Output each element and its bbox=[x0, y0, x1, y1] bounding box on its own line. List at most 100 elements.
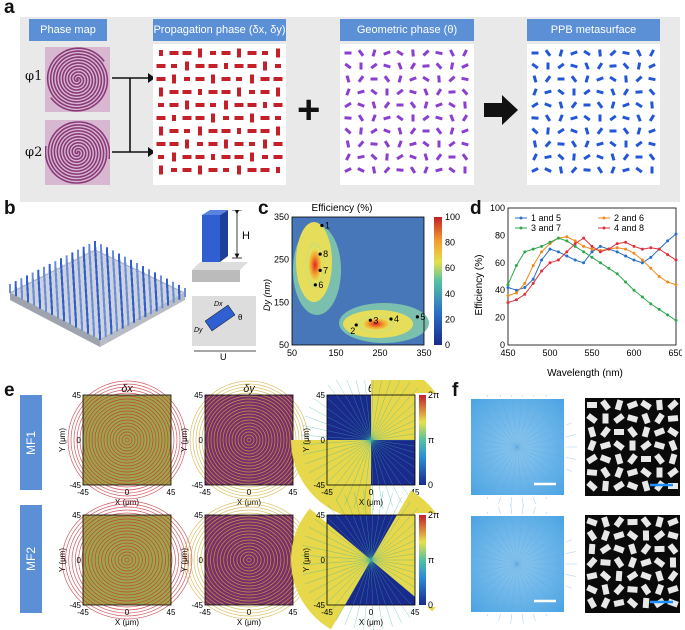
legend-label: 2 and 6 bbox=[614, 213, 644, 223]
sem-nanopillar bbox=[614, 399, 624, 411]
series-point bbox=[615, 272, 619, 276]
heatmap-point bbox=[313, 283, 317, 287]
sem-nanopillar bbox=[600, 466, 611, 479]
meta-atom bbox=[423, 166, 429, 174]
series-point bbox=[607, 247, 611, 251]
sem-nanopillar bbox=[640, 516, 652, 528]
meta-atom bbox=[423, 153, 429, 161]
colorbar-tick: 20 bbox=[445, 314, 455, 324]
sem-nanopillar bbox=[655, 570, 664, 582]
meta-atom bbox=[435, 62, 443, 70]
heatmap-point bbox=[368, 318, 372, 322]
sem-nanopillar bbox=[640, 440, 652, 451]
sem-nanopillar bbox=[599, 543, 612, 555]
header-phase-map: Phase map bbox=[29, 19, 107, 41]
d-x-tick: 550 bbox=[584, 348, 599, 358]
series-point bbox=[548, 247, 552, 251]
meta-atom bbox=[448, 90, 456, 94]
meta-atom bbox=[461, 63, 469, 69]
colorbar-tick: π bbox=[428, 555, 434, 565]
meta-atom bbox=[532, 153, 538, 161]
series-point bbox=[624, 280, 628, 284]
sem-nanopillar bbox=[655, 516, 664, 528]
sem-nanopillar bbox=[602, 413, 609, 424]
e-x-tick: 0 bbox=[125, 608, 130, 617]
e-x-tick: 45 bbox=[167, 488, 176, 497]
panel-label-f: f bbox=[452, 380, 459, 401]
series-point bbox=[657, 247, 661, 251]
meta-atom bbox=[531, 101, 539, 109]
meta-atom bbox=[435, 115, 443, 121]
meta-atom bbox=[383, 140, 391, 148]
heatmap-point-label: 3 bbox=[373, 315, 378, 325]
sem-nanopillar bbox=[654, 412, 665, 425]
meta-atom bbox=[584, 75, 590, 83]
sem-nanopillar bbox=[588, 543, 596, 555]
heatmap-x-tick: 350 bbox=[416, 348, 431, 358]
meta-atom bbox=[448, 75, 456, 83]
heatmap-point bbox=[389, 317, 393, 321]
theta-colorbar bbox=[419, 395, 426, 485]
series-line bbox=[507, 233, 677, 291]
meta-atom bbox=[461, 88, 469, 96]
series-point bbox=[506, 294, 510, 298]
e-x-label: X (μm) bbox=[115, 618, 139, 627]
meta-atom bbox=[383, 101, 391, 109]
meta-atom bbox=[583, 168, 591, 172]
colorbar-tick: π bbox=[428, 435, 434, 445]
sem-nanopillar bbox=[600, 426, 611, 438]
meta-atom bbox=[383, 128, 391, 134]
colorbar-tick: 0 bbox=[445, 340, 450, 350]
panel-label-a: a bbox=[4, 0, 15, 18]
meta-atom bbox=[409, 127, 417, 135]
series-point bbox=[540, 244, 544, 248]
height-label: H bbox=[242, 230, 250, 242]
heatmap-point-label: 6 bbox=[318, 280, 323, 290]
series-point bbox=[565, 254, 569, 258]
meta-atom bbox=[396, 49, 404, 57]
meta-atom bbox=[558, 114, 564, 122]
sem-nanopillar bbox=[613, 599, 625, 607]
meta-atom bbox=[596, 141, 604, 147]
series-point bbox=[540, 250, 544, 254]
sem-nanopillar bbox=[626, 468, 639, 477]
meta-atom bbox=[635, 166, 643, 174]
series-point bbox=[624, 247, 628, 251]
series-point bbox=[582, 236, 586, 240]
sem-nanopillar bbox=[668, 453, 678, 465]
series-point bbox=[590, 247, 594, 251]
series-point bbox=[674, 318, 678, 322]
meta-atom bbox=[570, 115, 578, 121]
series-point bbox=[565, 235, 569, 239]
meta-atom bbox=[409, 141, 417, 147]
meta-atom bbox=[583, 114, 591, 122]
meta-atom bbox=[622, 127, 630, 135]
series-point bbox=[582, 244, 586, 248]
sem-nanopillar bbox=[653, 427, 666, 437]
heatmap-x-tick: 50 bbox=[287, 348, 297, 358]
sem-nanopillar bbox=[641, 426, 651, 438]
sem-nanopillar bbox=[600, 529, 611, 542]
meta-atom bbox=[461, 76, 469, 82]
meta-atom bbox=[357, 102, 365, 108]
meta-atom bbox=[598, 49, 602, 57]
meta-atom bbox=[544, 114, 552, 122]
sem-nanopillar bbox=[640, 571, 652, 581]
sem-nanopillar bbox=[627, 426, 638, 438]
meta-atom bbox=[345, 88, 351, 96]
meta-atom bbox=[397, 62, 403, 70]
series-point bbox=[548, 261, 552, 265]
sem-nanopillar bbox=[667, 399, 679, 411]
meta-atom bbox=[463, 101, 467, 109]
series-point bbox=[640, 247, 644, 251]
series-point bbox=[565, 239, 569, 243]
meta-atom bbox=[357, 89, 365, 95]
series-point bbox=[640, 258, 644, 262]
meta-atom bbox=[622, 167, 630, 173]
meta-atom bbox=[409, 154, 417, 160]
sem-nanopillar bbox=[668, 439, 678, 452]
sem-nanopillar bbox=[601, 516, 610, 528]
d-y-tick: 80 bbox=[495, 230, 505, 240]
sem-nanopillar bbox=[613, 413, 625, 424]
